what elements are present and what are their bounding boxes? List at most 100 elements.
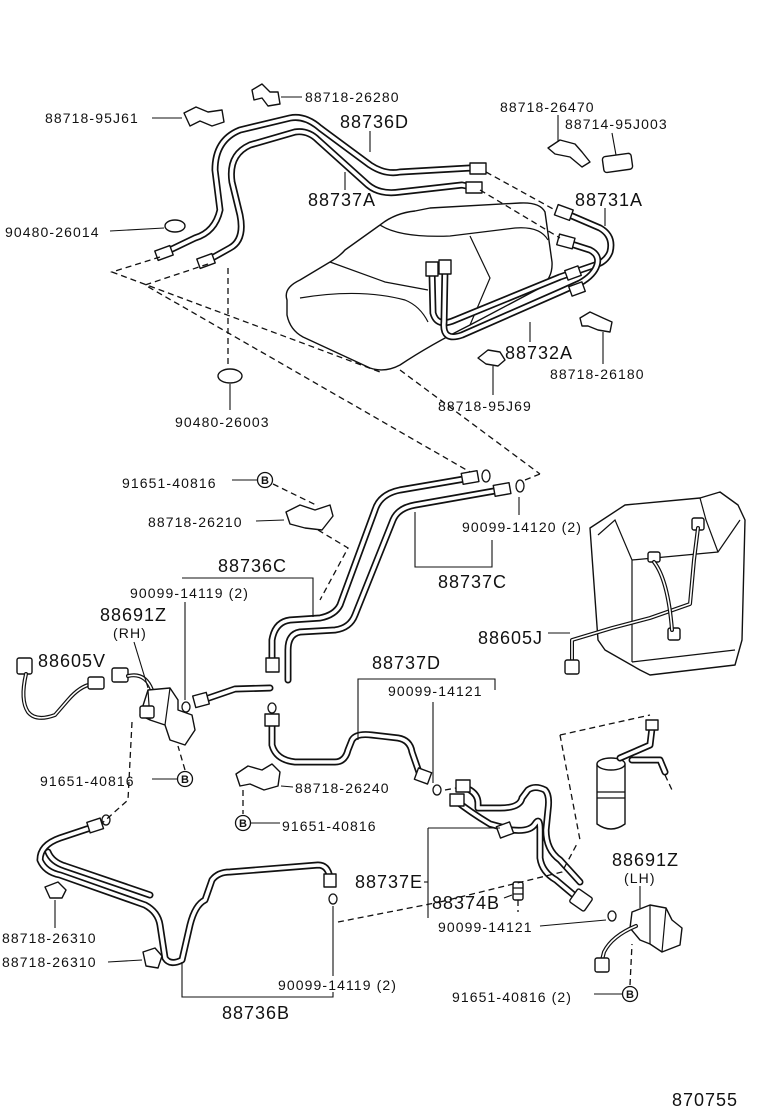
tube-88737D bbox=[264, 713, 442, 796]
tube-88736C-lower-inner bbox=[198, 686, 272, 703]
fitting-88736B-1 bbox=[86, 817, 105, 834]
fitting-top-left-2 bbox=[196, 252, 216, 270]
fitting-88737D-2 bbox=[413, 767, 433, 785]
pressure-switch-88374B bbox=[512, 881, 524, 912]
fitting-right-3 bbox=[564, 265, 582, 281]
fitting-88737E-3 bbox=[495, 821, 515, 839]
clamp-88718-26470-shape bbox=[547, 139, 591, 168]
rear-unit-88605J bbox=[589, 491, 746, 676]
clamp-88718-26180-shape bbox=[579, 311, 613, 333]
receiver-drier bbox=[559, 714, 673, 841]
oring-88737E bbox=[607, 910, 617, 922]
tube-88736B-1-inner bbox=[38, 824, 332, 965]
label-harness-88605J: 88605J bbox=[478, 628, 543, 648]
bolt-symbol-circle-4 bbox=[621, 985, 639, 1003]
label-clamp-88718-26470: 88718-26470 bbox=[500, 99, 595, 115]
rear-cooler-housing bbox=[285, 202, 553, 371]
fitting-88737C-2 bbox=[492, 481, 512, 497]
connector-88605V-valve bbox=[111, 667, 129, 683]
label-bolt-91651-40816-clamp: 91651-40816 bbox=[282, 818, 377, 834]
label-harness-88605V: 88605V bbox=[38, 651, 106, 671]
drier-tube-2-inner bbox=[630, 758, 667, 774]
dashed-bolt-rh-valve bbox=[177, 745, 186, 771]
expansion-valve-rh bbox=[139, 687, 196, 746]
label-grommet-90480-26014: 90480-26014 bbox=[5, 224, 100, 240]
clamp-88718-95J69-shape bbox=[477, 349, 506, 367]
fitting-88736B-2 bbox=[323, 873, 337, 888]
grommet-90480-26003-shape bbox=[217, 368, 243, 384]
label-bolt-91651-40816-lh-valve: 91651-40816 (2) bbox=[452, 989, 572, 1005]
leaders-bottom bbox=[54, 827, 641, 998]
bolt-symbol-circle-3 bbox=[176, 770, 194, 788]
clamp-88718-26240-shape bbox=[235, 763, 281, 791]
label-tube-88737A: 88737A bbox=[308, 190, 376, 210]
label-tube-88732A: 88732A bbox=[505, 343, 573, 363]
figure-number: 870755 bbox=[672, 1090, 738, 1110]
bolt-symbol-4: B bbox=[626, 989, 634, 1001]
tube-88736D-inner bbox=[168, 115, 484, 252]
oring-88737D bbox=[432, 784, 442, 796]
tube-88737C-1-inner bbox=[270, 476, 472, 664]
oring-88736B bbox=[328, 893, 338, 905]
label-switch-88374B: 88374B bbox=[432, 893, 500, 913]
tube-88737A-inner bbox=[203, 129, 478, 264]
oring-88737C-1 bbox=[481, 469, 491, 483]
label-valve-rh-side: (RH) bbox=[113, 625, 147, 641]
label-clamp-88718-26180: 88718-26180 bbox=[550, 366, 645, 382]
clamp-88718-26210-shape bbox=[285, 504, 334, 531]
tube-88737D-path-inner bbox=[270, 720, 422, 777]
tube-88731A-inner bbox=[430, 211, 613, 325]
fitting-top-right-1 bbox=[469, 162, 487, 175]
oring-88736B-end bbox=[101, 814, 111, 826]
label-grommet-90480-26003: 90480-26003 bbox=[175, 414, 270, 430]
connector-88605V-end bbox=[16, 657, 33, 675]
clamp-88718-26310-1-shape bbox=[44, 881, 67, 899]
tube-88737C bbox=[265, 469, 541, 684]
tube-88736C bbox=[191, 684, 277, 714]
label-tube-88737C: 88737C bbox=[438, 572, 507, 592]
connector-88605V-mid bbox=[87, 676, 105, 690]
harness-88605V bbox=[16, 657, 154, 720]
fitting-88737C-1 bbox=[460, 469, 480, 485]
tube-88737E-1-inner bbox=[460, 784, 582, 884]
clamp-88718-26280-shape bbox=[251, 83, 281, 107]
fitting-top-right-2 bbox=[465, 181, 483, 194]
wire-inner bbox=[653, 561, 673, 631]
tube-88737E bbox=[444, 779, 617, 922]
oring-88737C-2 bbox=[515, 479, 525, 493]
tube-88731A-88732A bbox=[425, 203, 615, 341]
leaders-top bbox=[109, 96, 617, 410]
label-cushion-88714-95J003: 88714-95J003 bbox=[565, 116, 668, 132]
connector-lh-valve bbox=[594, 957, 610, 973]
wire-inner bbox=[127, 674, 153, 691]
label-oring-90099-14121-88737D: 90099-14121 bbox=[388, 683, 483, 699]
label-tube-88736B: 88736B bbox=[222, 1003, 290, 1023]
connector-88605J-2 bbox=[667, 627, 681, 641]
connector-88605J-end bbox=[564, 659, 580, 675]
label-oring-90099-14119-middle: 90099-14119 (2) bbox=[130, 585, 249, 601]
cushion-88714-95J003-shape bbox=[601, 152, 634, 174]
tube-88737E-2-inner bbox=[453, 798, 577, 898]
dashed-guides-bottom bbox=[337, 841, 579, 923]
fitting-housing-2 bbox=[438, 259, 452, 275]
leaders-middle bbox=[133, 479, 570, 824]
label-clamp-88718-26240: 88718-26240 bbox=[295, 780, 390, 796]
label-valve-88691Z-rh: 88691Z bbox=[100, 605, 167, 625]
bolt-symbol-circle-1 bbox=[256, 471, 274, 489]
dashed-bolt-upper bbox=[272, 483, 319, 507]
clamp-88718-26310-2-shape bbox=[142, 947, 163, 969]
label-clamp-88718-26210: 88718-26210 bbox=[148, 514, 243, 530]
label-clamp-88718-26310-2: 88718-26310 bbox=[2, 954, 97, 970]
fitting-right-2 bbox=[556, 233, 576, 250]
fitting-88736C-lower bbox=[191, 691, 211, 709]
label-clamp-88718-26280: 88718-26280 bbox=[305, 89, 400, 105]
label-tube-88736C: 88736C bbox=[218, 556, 287, 576]
oring-88736C bbox=[267, 702, 277, 714]
label-clamp-88718-95J69: 88718-95J69 bbox=[438, 398, 532, 414]
fitting-88737C-3 bbox=[265, 657, 280, 673]
dashed-guides-top bbox=[109, 171, 561, 475]
tube-88736B-2-inner bbox=[46, 850, 152, 897]
label-tube-88737E: 88737E bbox=[355, 872, 423, 892]
fitting-88737E-1 bbox=[455, 779, 471, 793]
